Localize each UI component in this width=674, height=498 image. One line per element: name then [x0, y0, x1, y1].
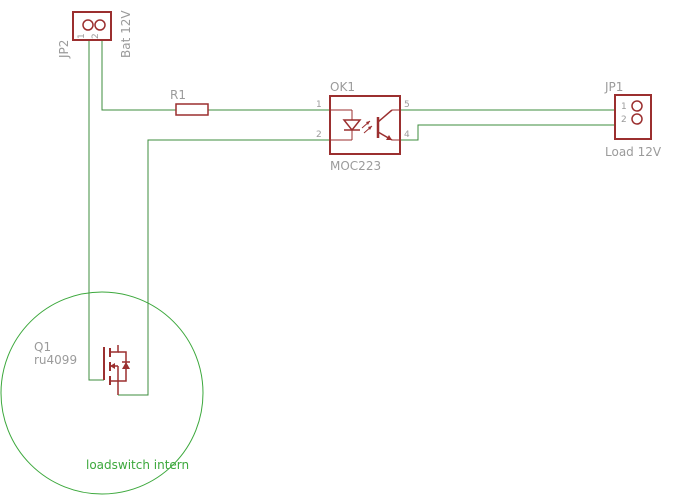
jp2-pin1-label: 1	[77, 33, 87, 39]
jp1-connector: 1 2 JP1 Load 12V	[604, 80, 662, 159]
ok1-value-label: MOC223	[330, 159, 381, 173]
ok1-pin2-label: 2	[316, 130, 322, 140]
wires	[88, 40, 615, 396]
ok1-pin1-label: 1	[316, 100, 322, 110]
q1-value-label: ru4099	[34, 353, 77, 367]
jp1-pin1-pad	[631, 100, 643, 112]
wire-jp2-pin2-r1	[101, 40, 176, 111]
ok1-body	[329, 95, 401, 155]
ok1-name-label: OK1	[330, 80, 355, 94]
ok1-emitter-arrowhead	[386, 135, 392, 140]
q1-source-lead	[110, 380, 119, 395]
q1-body-arrow	[110, 363, 115, 369]
jp1-value-label: Load 12V	[605, 145, 662, 159]
jp1-pin2-label: 2	[621, 115, 627, 125]
wire-jp2-pin1-q1	[88, 40, 104, 381]
loadswitch-annotation: loadswitch intern	[0, 291, 204, 495]
ok1-light-arrowhead-1	[366, 121, 370, 125]
jp1-body	[614, 94, 652, 140]
jp1-name-label: JP1	[604, 80, 623, 94]
ok1-pin4-label: 4	[404, 130, 410, 140]
jp2-connector: 1 2 JP2 Bat 12V	[57, 10, 133, 59]
q1-drain-lead	[110, 345, 119, 353]
r1-resistor: R1	[170, 88, 209, 116]
q1-mosfet: Q1 ru4099	[34, 340, 130, 395]
jp2-pin1-pad	[82, 19, 94, 31]
ok1-light-arrowhead-2	[368, 126, 372, 130]
jp2-body	[72, 11, 112, 41]
ok1-optocoupler: OK1 MOC223 1 2 5 4	[316, 80, 410, 173]
loadswitch-circle	[0, 291, 204, 495]
r1-body	[175, 103, 209, 116]
jp1-pin2-pad	[631, 113, 643, 125]
ok1-led-triangle	[342, 119, 362, 132]
jp2-pin2-pad	[94, 19, 106, 31]
jp2-pin2-label: 2	[91, 33, 101, 39]
q1-diode-triangle	[122, 362, 130, 369]
wire-ok1-pin2-q1	[118, 139, 330, 396]
jp2-value-label: Bat 12V	[119, 10, 133, 58]
wire-ok1-pin4-jp1-pin2	[400, 124, 615, 141]
jp1-pin1-label: 1	[621, 102, 627, 112]
q1-name-label: Q1	[34, 340, 51, 354]
loadswitch-label: loadswitch intern	[86, 458, 189, 472]
ok1-transistor-collector	[377, 109, 393, 123]
jp2-name-label: JP2	[57, 40, 71, 59]
r1-name-label: R1	[170, 88, 186, 102]
ok1-pin5-label: 5	[404, 100, 410, 110]
